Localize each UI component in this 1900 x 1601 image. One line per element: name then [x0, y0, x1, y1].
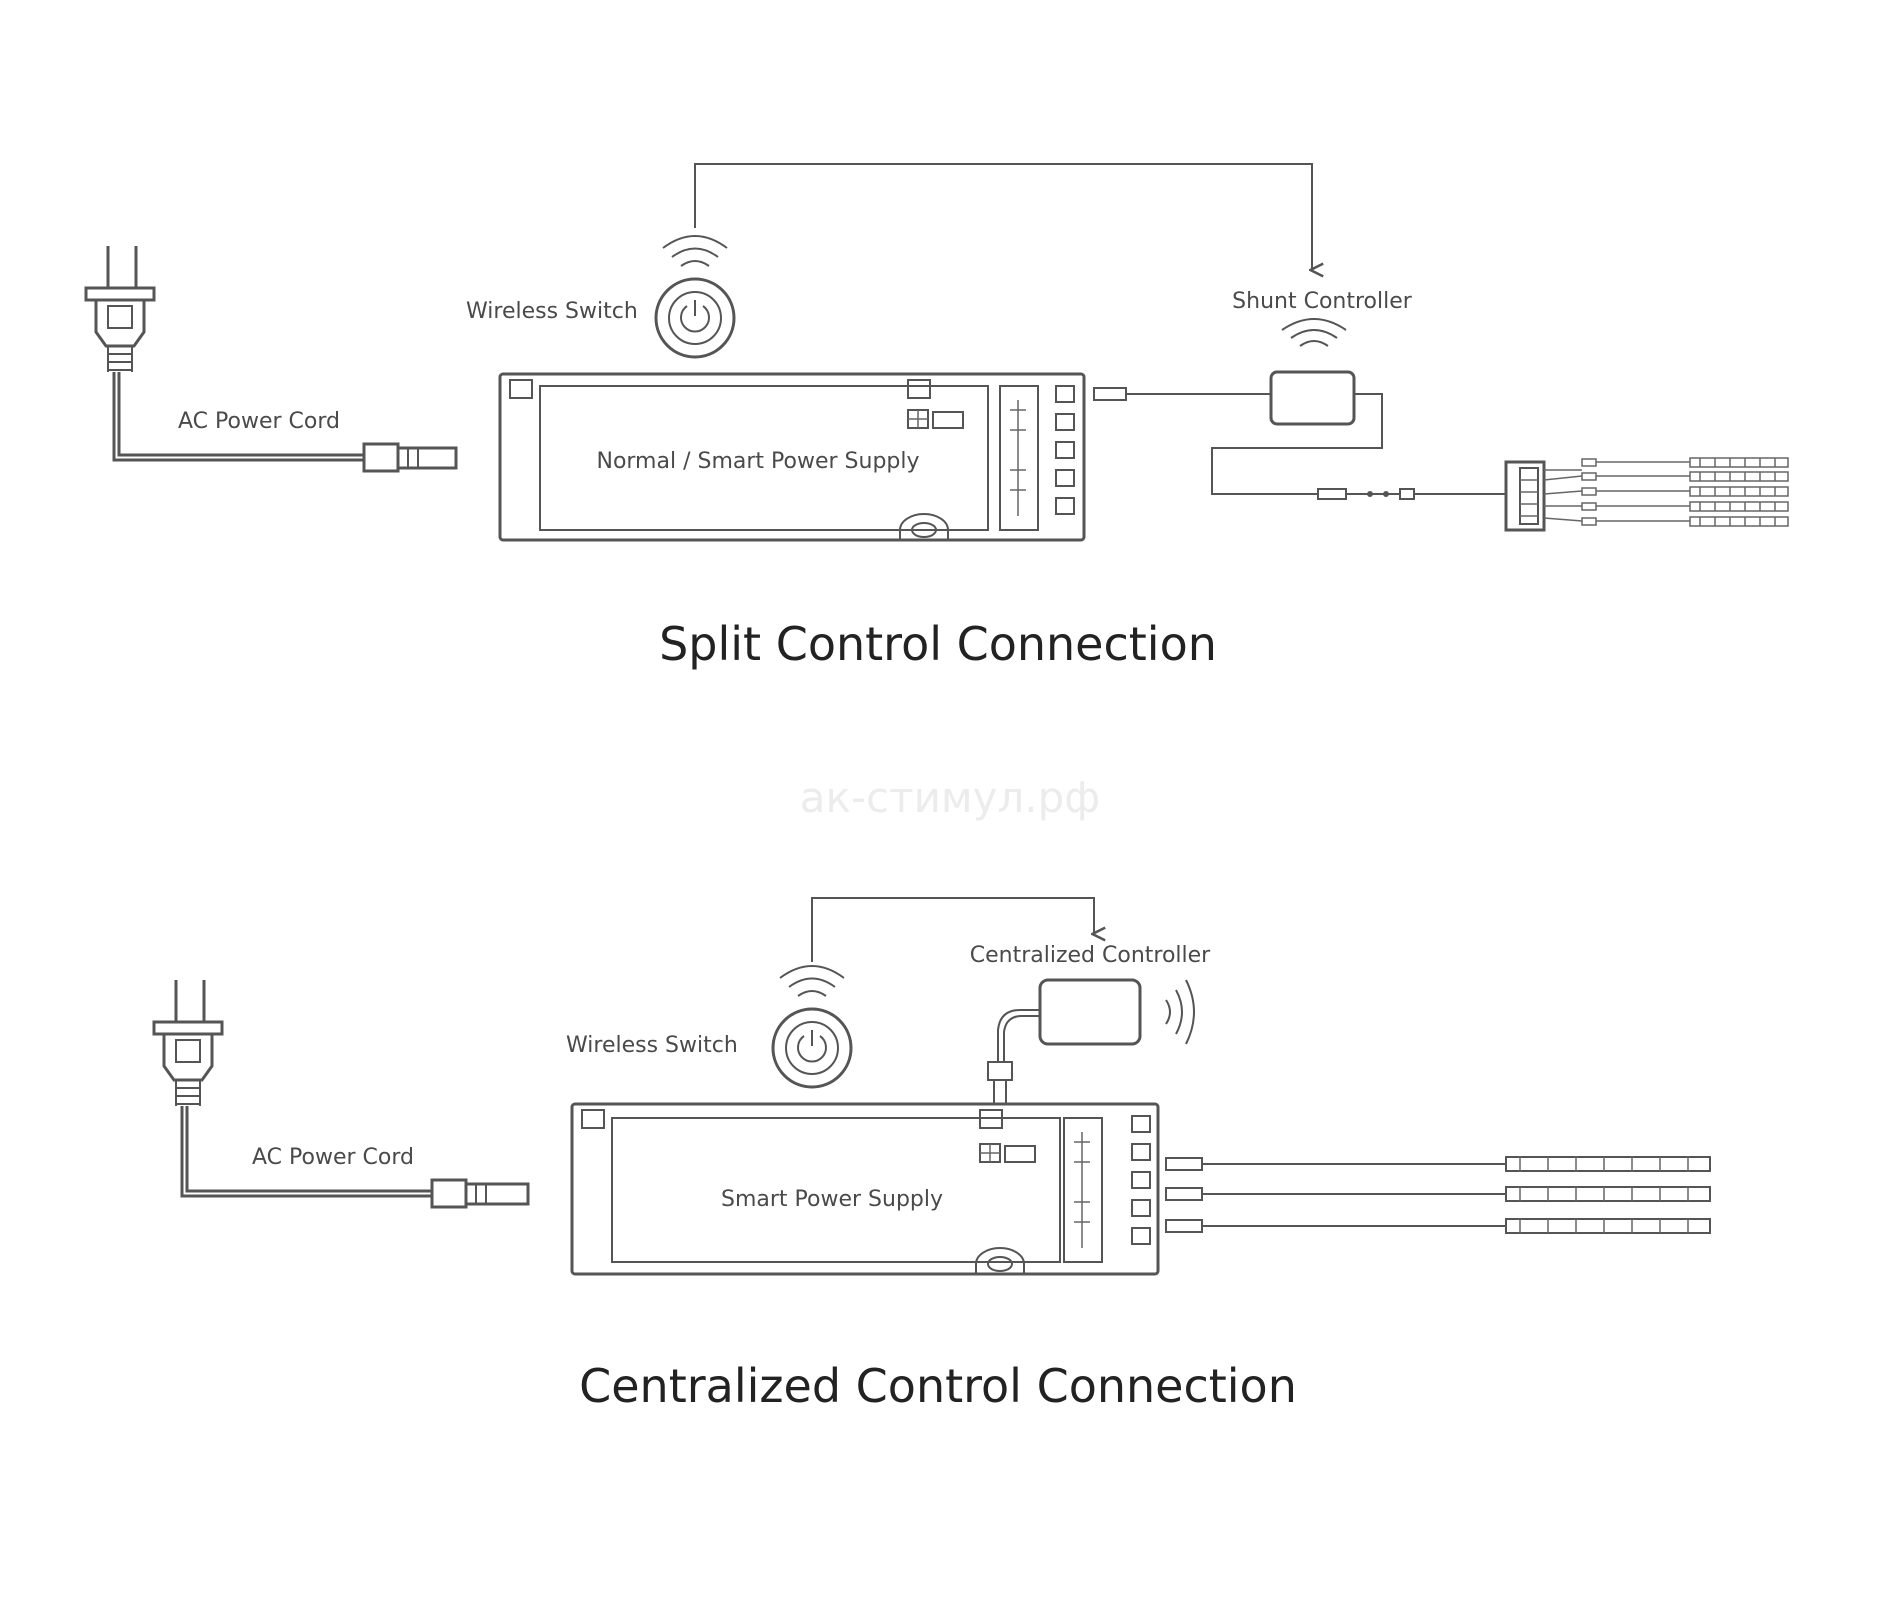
wireless-switch-label: Wireless Switch: [466, 299, 638, 324]
wifi-signal-icon: [1281, 318, 1347, 347]
split-control-section: AC Power Cord Normal / Smart Power Suppl…: [84, 163, 1789, 671]
connector-icon: [430, 1178, 530, 1209]
ac-power-cord-label: AC Power Cord: [252, 1145, 414, 1170]
connector-icon: [1093, 387, 1127, 401]
led-strip-icon: [1543, 457, 1789, 527]
connector-icon: [362, 442, 458, 473]
wifi-signal-icon: [1165, 979, 1195, 1045]
power-plug-icon: [84, 246, 364, 462]
centralized-controller-label: Centralized Controller: [970, 943, 1211, 968]
signal-arrow: [811, 897, 1094, 962]
wireless-switch-icon: [771, 1007, 853, 1089]
centralized-control-section: AC Power Cord Smart Power Supply: [152, 897, 1711, 1413]
wireless-switch-icon: [654, 277, 736, 359]
signal-arrow: [694, 163, 1312, 270]
led-strip-icon: [1165, 1156, 1711, 1234]
ac-power-cord-label: AC Power Cord: [178, 409, 340, 434]
centralized-controller-box: [1038, 978, 1142, 1046]
connector-icon: [987, 1061, 1013, 1081]
power-supply-label: Smart Power Supply: [721, 1187, 943, 1212]
watermark: ак-стимул.рф: [800, 773, 1100, 822]
power-supply-unit: [498, 372, 1086, 542]
distributor-block: [1504, 460, 1546, 532]
centralized-section-title: Centralized Control Connection: [579, 1359, 1297, 1413]
power-supply-unit: [570, 1102, 1160, 1276]
wifi-signal-icon: [662, 235, 728, 267]
wifi-signal-icon: [779, 965, 845, 997]
power-supply-label: Normal / Smart Power Supply: [596, 449, 919, 474]
power-plug-icon: [152, 980, 432, 1198]
shunt-controller-label: Shunt Controller: [1232, 289, 1413, 314]
split-section-title: Split Control Connection: [659, 617, 1217, 671]
wireless-switch-label: Wireless Switch: [566, 1033, 738, 1058]
shunt-controller-box: [1269, 370, 1356, 426]
